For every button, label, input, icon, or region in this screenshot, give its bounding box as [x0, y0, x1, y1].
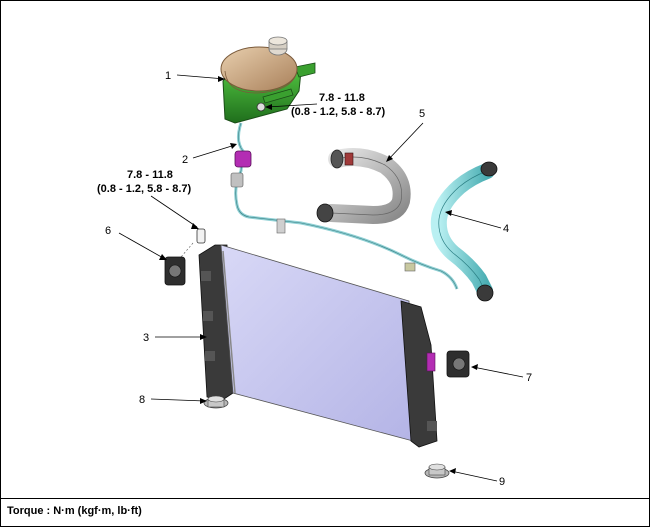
leader-9	[450, 470, 498, 482]
callout-6: 6	[105, 225, 111, 237]
leader-6	[118, 232, 166, 260]
callout-4: 4	[503, 223, 509, 235]
leader-torque-left	[150, 195, 198, 228]
lower-radiator-hose	[430, 161, 498, 302]
reservoir-bolt	[256, 102, 266, 112]
leader-4	[446, 212, 502, 229]
torque-upper-alt: (0.8 - 1.2, 5.8 - 8.7)	[291, 106, 385, 118]
callout-9: 9	[499, 476, 505, 488]
leader-8	[150, 398, 206, 402]
torque-upper-value: 7.8 - 11.8	[319, 92, 365, 104]
callout-1: 1	[165, 70, 171, 82]
upper-left-bracket	[164, 256, 186, 286]
leader-7	[472, 366, 524, 378]
reservoir-hose	[230, 122, 459, 290]
upper-radiator-hose	[316, 148, 411, 225]
radiator	[198, 244, 438, 448]
callout-5: 5	[419, 108, 425, 120]
callout-2: 2	[182, 154, 188, 166]
footer: Torque : N·m (kgf·m, lb·ft)	[1, 498, 649, 527]
coolant-reservoir	[220, 36, 316, 124]
leader-5	[386, 122, 424, 162]
callout-8: 8	[139, 394, 145, 406]
torque-unit-note: Torque : N·m (kgf·m, lb·ft)	[7, 505, 142, 517]
lower-right-insulator	[424, 463, 450, 479]
torque-left-alt: (0.8 - 1.2, 5.8 - 8.7)	[97, 183, 191, 195]
leader-torque-upper	[266, 103, 318, 108]
leader-1	[176, 74, 226, 80]
cooling-system-diagram: 1 2 3 4 5 6 7 8 9 7.8 - 11.8 (0.8 - 1.2,…	[97, 36, 532, 488]
torque-left-value: 7.8 - 11.8	[127, 169, 173, 181]
leader-2	[192, 144, 236, 159]
callout-3: 3	[143, 332, 149, 344]
upper-mount-bolt	[180, 228, 206, 258]
callout-7: 7	[526, 372, 532, 384]
lower-left-insulator	[203, 395, 229, 409]
upper-right-bracket	[446, 350, 470, 378]
leader-lines	[118, 74, 524, 482]
